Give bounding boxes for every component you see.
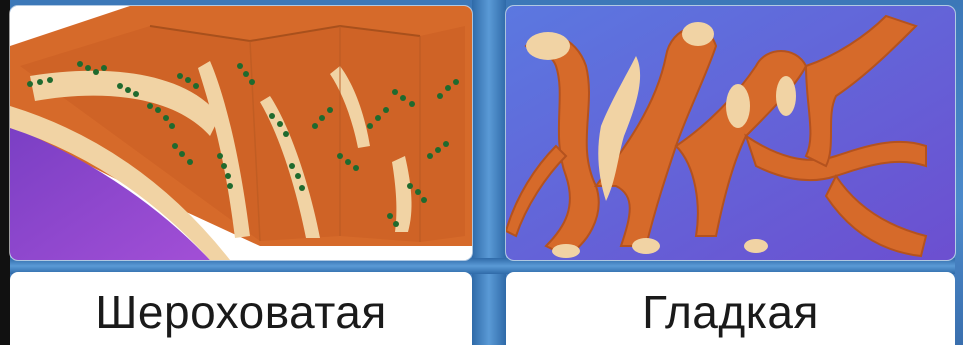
- smooth-er-illustration: [506, 6, 955, 260]
- rough-er-illustration: [10, 6, 472, 260]
- rough-er-label: Шероховатая: [95, 285, 387, 339]
- rough-er-label-box: Шероховатая: [10, 272, 472, 345]
- rough-er-svg: [10, 6, 472, 260]
- left-frame-edge: [0, 0, 10, 345]
- smooth-er-label-box: Гладкая: [506, 272, 955, 345]
- smooth-er-svg: [506, 6, 955, 260]
- vertical-divider: [472, 0, 506, 345]
- smooth-er-label: Гладкая: [642, 285, 819, 339]
